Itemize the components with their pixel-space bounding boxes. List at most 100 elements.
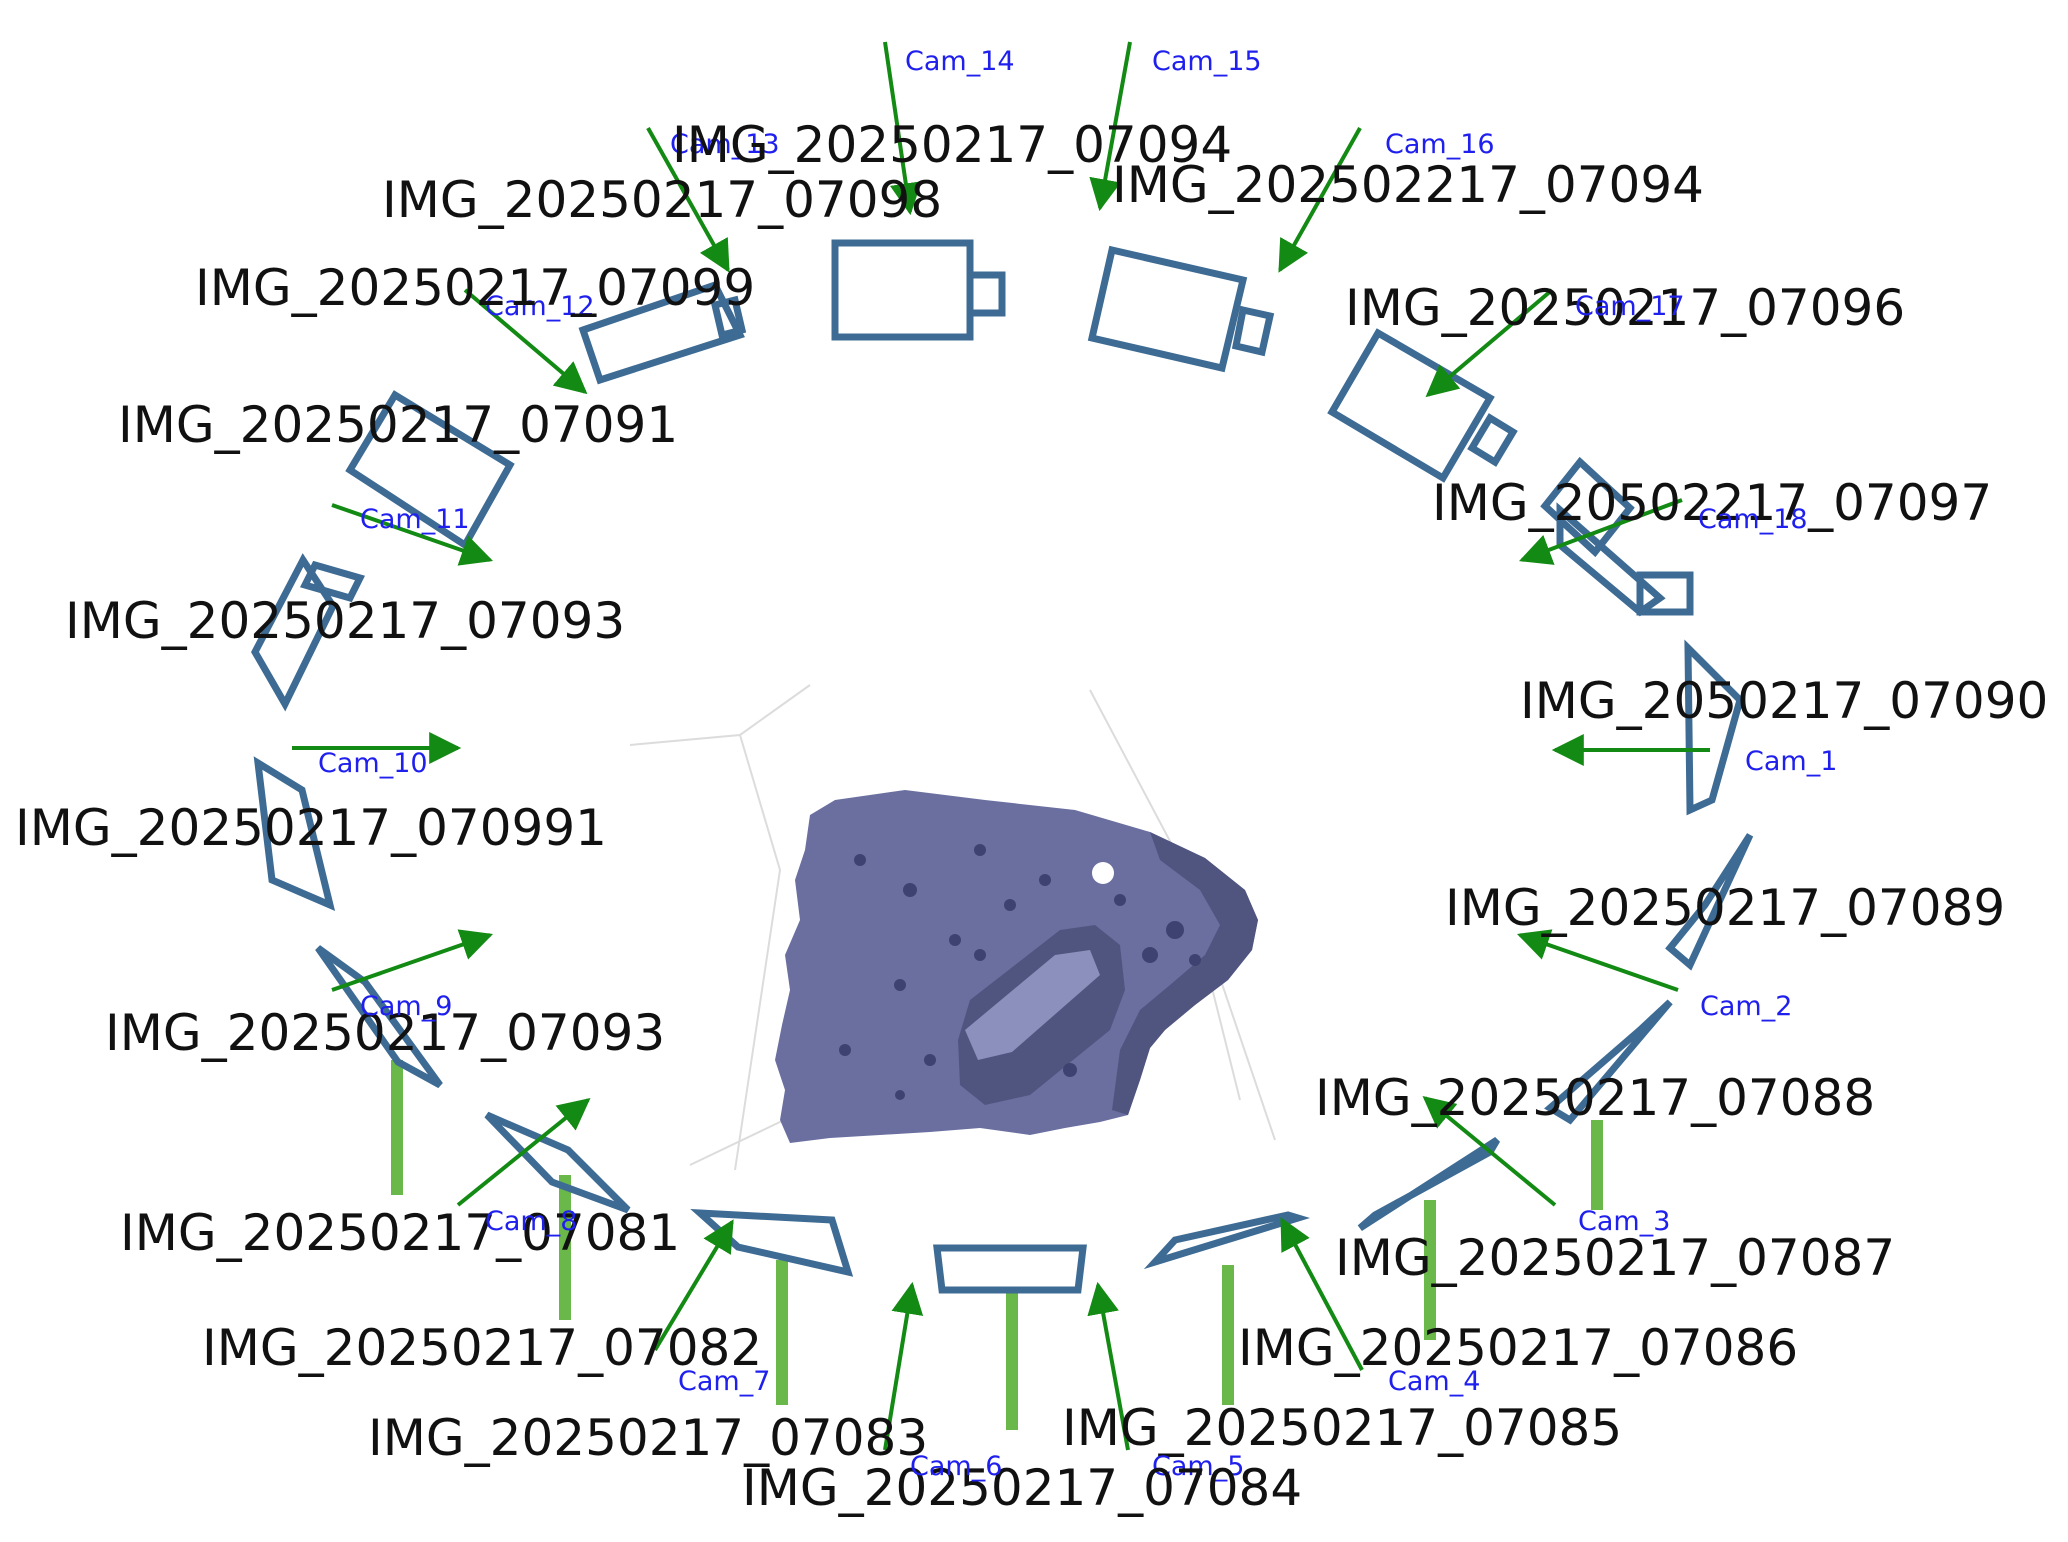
image-label-cam-14: IMG_20250217_07094: [672, 116, 1232, 174]
view-arrow-cam-5: [1087, 1281, 1130, 1451]
camera-label-cam-10: Cam_10: [318, 748, 428, 779]
object-through-hole: [1092, 862, 1114, 884]
view-arrow-cam-2: [1516, 929, 1679, 992]
camera-label-cam-4: Cam_4: [1388, 1366, 1480, 1397]
camera-frustum-cam-3: [1544, 999, 1673, 1125]
frustum-body: [1540, 456, 1635, 558]
camera-labels: IMG_2050217_07090Cam_1IMG_20250217_07089…: [15, 46, 2048, 1517]
camera-frustum-cam-13: [578, 280, 747, 385]
camera-frustum-cam-16: [1087, 245, 1275, 373]
frustum-body: [578, 280, 745, 385]
camera-frustum-cam-7: [690, 1208, 854, 1277]
image-label-cam-13: IMG_20250217_07099: [195, 259, 755, 317]
image-label-cam-4: IMG_20250217_07087: [1335, 1229, 1895, 1287]
view-arrow-cam-18: [1519, 498, 1683, 565]
view-arrow-cam-11: [331, 503, 494, 566]
view-arrow-cam-15: [1089, 41, 1132, 212]
view-arrow-cam-6: [883, 1281, 924, 1451]
frustum-body: [1684, 639, 1744, 816]
image-label-cam-18: IMG_20502217_07097: [1432, 474, 1992, 532]
camera-frustum-cam-14: [831, 239, 1006, 341]
view-arrow-cam-12: [463, 288, 588, 395]
camera-label-cam-3: Cam_3: [1578, 1206, 1670, 1237]
camera-frustum-cam-5: [1143, 1211, 1311, 1270]
camera-view-arrows: [292, 41, 1710, 1451]
image-label-cam-12: IMG_20250217_07091: [118, 396, 678, 454]
camera-label-cam-13: Cam_13: [670, 129, 780, 160]
camera-label-cam-8: Cam_8: [485, 1206, 577, 1237]
camera-label-cam-18: Cam_18: [1698, 504, 1808, 535]
image-label-cam-10: IMG_20250217_070991: [15, 799, 607, 857]
camera-frustum-cam-4: [1357, 1137, 1501, 1231]
view-arrow-cam-9: [331, 929, 494, 992]
camera-frustum-cam-1: [1684, 639, 1744, 816]
object-rim: [1112, 832, 1258, 1115]
view-arrow-cam-16: [1278, 127, 1362, 273]
frustum-lens: [710, 295, 747, 340]
frustum-body: [1556, 502, 1666, 617]
object-holes: [839, 844, 1201, 1100]
frustum-body: [1143, 1211, 1311, 1270]
frustum-body: [1357, 1137, 1501, 1231]
image-label-cam-1: IMG_2050217_07090: [1520, 672, 2048, 730]
image-label-cam-4b: IMG_20250217_07086: [1238, 1319, 1798, 1377]
camera-label-cam-12: Cam_12: [485, 291, 595, 322]
image-label-cam-8: IMG_20250217_07081: [120, 1204, 680, 1262]
reconstructed-object: [775, 790, 1258, 1143]
frustum-body: [690, 1208, 854, 1277]
frustum-lens: [1231, 305, 1275, 357]
view-arrow-cam-7: [653, 1219, 734, 1352]
camera-frustum-cam-9: [315, 945, 443, 1089]
view-arrow-cam-4: [1280, 1217, 1364, 1371]
image-label-cam-2: IMG_20250217_07089: [1445, 879, 2005, 937]
camera-label-cam-16: Cam_16: [1385, 129, 1495, 160]
view-arrow-cam-14: [883, 41, 922, 216]
frustum-body: [1327, 328, 1495, 483]
camera-label-cam-9: Cam_9: [360, 991, 452, 1022]
frustum-body: [253, 756, 336, 911]
frustum-body: [1665, 833, 1754, 971]
camera-label-cam-11: Cam_11: [360, 504, 470, 535]
camera-label-cam-1: Cam_1: [1745, 746, 1837, 777]
camera-frustum-cam-6: [933, 1244, 1087, 1294]
image-label-cam-9: IMG_20250217_07093: [105, 1004, 665, 1062]
view-arrow-cam-3: [1422, 1095, 1557, 1207]
camera-label-cam-5: Cam_5: [1152, 1451, 1244, 1482]
image-label-cam-11: IMG_20250217_07093: [65, 592, 625, 650]
view-arrow-cam-13: [646, 127, 730, 273]
camera-label-cam-6: Cam_6: [910, 1451, 1002, 1482]
image-label-cam-3: IMG_20250217_07088: [1315, 1069, 1875, 1127]
camera-frustum-cam-18: [1540, 456, 1694, 616]
image-label-cam-13b: IMG_20250217_07098: [382, 171, 942, 229]
camera-label-cam-17: Cam_17: [1575, 291, 1685, 322]
view-arrow-cam-17: [1425, 288, 1554, 398]
image-label-cam-16: IMG_202502217_07094: [1112, 156, 1704, 214]
camera-frustum-cam-18b: [1556, 502, 1666, 617]
camera-label-cam-7: Cam_7: [678, 1366, 770, 1397]
frustum-body: [933, 1244, 1087, 1294]
camera-label-cam-2: Cam_2: [1700, 991, 1792, 1022]
view-arrow-cam-8: [456, 1097, 591, 1207]
camera-label-cam-14: Cam_14: [905, 46, 1015, 77]
frustum-body: [1544, 999, 1673, 1125]
frustum-lens: [1467, 413, 1518, 467]
frustum-body: [315, 945, 443, 1089]
object-boss-face: [965, 950, 1100, 1060]
camera-stands: [391, 1060, 1603, 1430]
image-label-cam-6: IMG_20250217_07084: [742, 1459, 1302, 1517]
camera-label-cam-15: Cam_15: [1152, 46, 1262, 77]
image-label-cam-7b: IMG_20250217_07082: [202, 1319, 762, 1377]
frustum-body: [831, 239, 974, 341]
frustum-body: [1087, 245, 1248, 373]
frustum-lens: [1636, 571, 1694, 616]
camera-frustum-cam-11: [251, 553, 366, 712]
image-label-cam-7: IMG_20250217_07083: [368, 1409, 928, 1467]
camera-frustum-cam-10: [253, 756, 336, 911]
image-label-cam-5: IMG_20250217_07085: [1062, 1399, 1622, 1457]
frustum-lens: [299, 560, 366, 603]
image-label-cam-17: IMG_20250217_07096: [1345, 279, 1905, 337]
frustum-lens: [966, 271, 1006, 317]
camera-frustum-cam-2: [1665, 833, 1754, 971]
camera-frustum-cam-17: [1327, 328, 1518, 483]
